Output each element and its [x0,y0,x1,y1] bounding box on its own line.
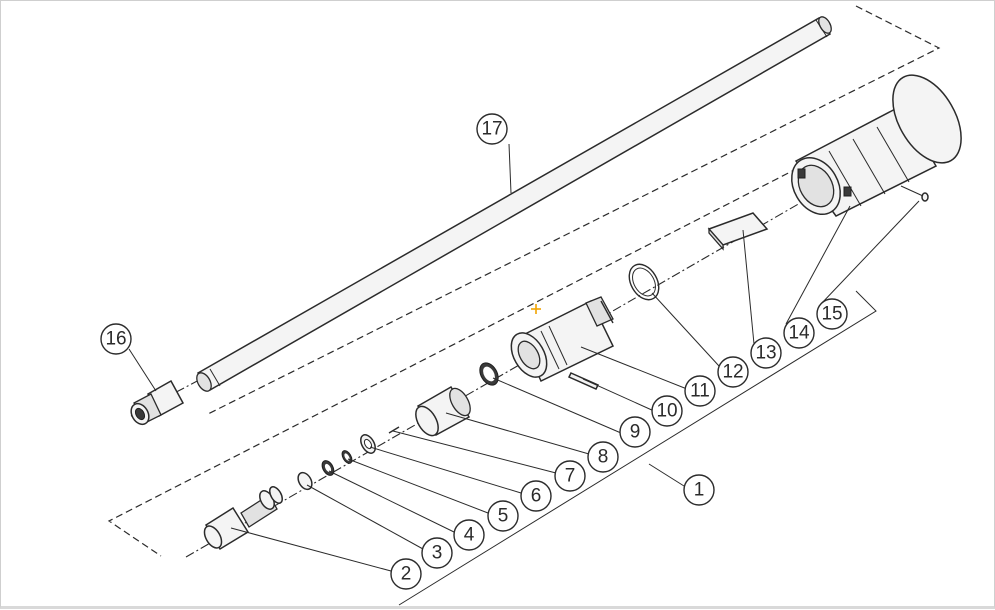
svg-text:8: 8 [598,447,609,468]
part-3-ring [297,471,313,491]
svg-text:4: 4 [464,525,475,546]
part-12-oring-large [628,263,660,301]
callout-2: 2 [390,558,422,590]
part-8-sleeve [415,385,471,437]
callout-13: 13 [750,337,782,369]
callout-8: 8 [587,441,619,473]
crosshair-cursor-icon [531,304,541,314]
callout-17: 17 [476,113,508,145]
part-6-ring [360,434,376,454]
callout-5: 5 [487,500,519,532]
part-15-screw [900,185,929,202]
callout-10: 10 [651,395,683,427]
callout-4: 4 [453,519,485,551]
svg-text:13: 13 [755,343,776,364]
svg-text:15: 15 [821,304,842,325]
svg-text:1: 1 [694,480,705,501]
part-7-pin [388,426,400,434]
svg-text:14: 14 [788,323,810,344]
callout-6: 6 [520,480,552,512]
svg-text:12: 12 [722,362,743,383]
center-axis-line [185,190,822,558]
leader-lines [128,143,920,572]
part-5-ring [341,450,353,464]
callout-7: 7 [554,460,586,492]
callout-11: 11 [684,375,716,407]
svg-text:2: 2 [401,564,412,585]
svg-text:6: 6 [531,486,542,507]
callout-3: 3 [421,537,453,569]
callout-16: 16 [100,323,132,355]
svg-text:11: 11 [690,381,710,402]
svg-text:9: 9 [630,422,641,443]
assembly-boundary-upper [205,5,941,416]
part-17-tube [196,16,832,392]
part-2-end-fitting [203,486,283,551]
svg-text:16: 16 [105,329,126,350]
callout-12: 12 [717,356,749,388]
part-4-ring [321,460,335,476]
part-10-spring-pin [567,372,600,390]
callout-1: 1 [683,474,715,506]
assembly-outline [398,290,877,606]
svg-text:10: 10 [656,401,677,422]
part-11-valve-body [510,296,615,383]
svg-text:17: 17 [481,119,502,140]
callout-15: 15 [816,298,848,330]
callout-9: 9 [619,416,651,448]
callout-14: 14 [783,317,815,349]
svg-text:5: 5 [498,506,509,527]
part-14-handle [791,74,962,217]
part-16-fitting [130,379,185,426]
svg-text:3: 3 [432,543,443,564]
part-9-oring [479,362,499,386]
part-13-block [707,212,769,251]
svg-text:7: 7 [565,466,576,487]
assembly-boundary-lower [107,122,887,557]
